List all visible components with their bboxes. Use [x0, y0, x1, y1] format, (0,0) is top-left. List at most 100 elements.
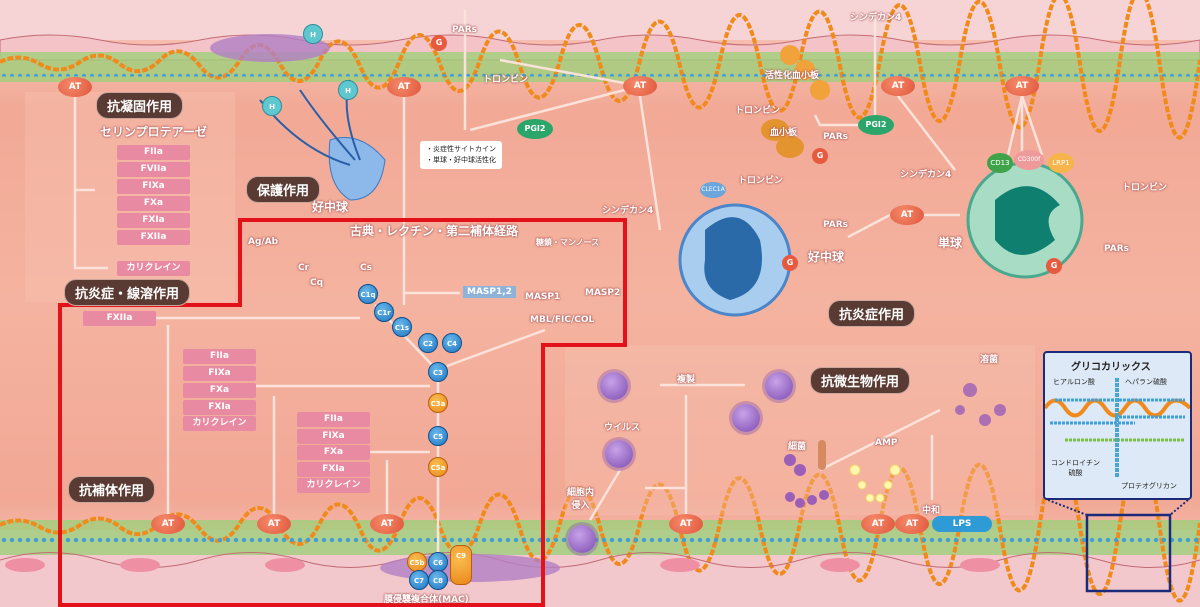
neutralization-label: 中和 [922, 506, 941, 516]
histone-icon: H [262, 96, 282, 116]
pgi2-badge: PGI2 [858, 115, 894, 135]
c7: C7 [409, 570, 429, 590]
at-badge: AT [387, 77, 421, 97]
lysis-label: 溶菌 [980, 355, 999, 365]
glycocalyx-title: グリコカリックス [1071, 362, 1151, 373]
c1q: C1q [358, 284, 378, 304]
hyaluronic-acid-label: ヒアルロン酸 [1053, 378, 1095, 386]
at-badge: AT [881, 76, 915, 96]
lrp1-receptor: LRP1 [1048, 153, 1074, 173]
chondroitin-sulfate-label: コンドロイチン 硫酸 [1051, 459, 1100, 477]
thrombin-label: トロンビン [1122, 183, 1168, 193]
at-badge: AT [370, 514, 404, 534]
cytokine-note-box: ・炎症性サイトカイン ・単球・好中球活性化 [420, 141, 502, 169]
syndecan4-label: シンデカン4 [900, 170, 952, 180]
c4: C4 [442, 333, 462, 353]
neutrophil-protective [328, 137, 386, 201]
neutrophil-label: 好中球 [808, 250, 845, 264]
at-badge: AT [257, 514, 291, 534]
cd300f-receptor: CD300f [1014, 150, 1044, 170]
pars-label: PARs [823, 132, 849, 142]
at-badge: AT [890, 205, 924, 225]
neutrophil-label: 好中球 [312, 200, 349, 214]
factor-fiia: FIIa [117, 145, 190, 160]
factor-fxia: FXIa [117, 213, 190, 228]
pars-label: PARs [452, 25, 478, 35]
thrombin-label: トロンビン [483, 75, 529, 85]
clec1a-receptor: CLEC1A [700, 182, 726, 198]
g-protein-icon: G [1046, 258, 1062, 274]
lps-badge: LPS [932, 516, 992, 532]
serine-protease-label: セリンプロテアーゼ [100, 125, 207, 139]
bacteria-label: 細菌 [788, 442, 807, 452]
glycocalyx-zoom-region [1085, 513, 1172, 593]
cs-label: Cs [360, 263, 372, 273]
virus-icon [600, 372, 628, 400]
cr-label: Cr [298, 263, 310, 273]
pars-label: PARs [1104, 244, 1130, 254]
mbl-fic-col-label: MBL/FIC/COL [530, 315, 595, 325]
list1-fxa: FXa [183, 383, 256, 398]
anti-complement-title: 抗補体作用 [68, 476, 156, 503]
monocyte-label: 単球 [938, 236, 963, 250]
histone-icon: H [338, 80, 358, 100]
c9: C9 [450, 545, 472, 585]
factor-fxa: FXa [117, 196, 190, 211]
anti-inflammation-title: 抗炎症作用 [828, 300, 916, 327]
virus-icon [568, 525, 596, 553]
sugar-mannose-label: 糖鎖・マンノース [536, 238, 600, 247]
c5b: C5b [407, 552, 427, 572]
c3a: C3a [428, 393, 448, 413]
factor-fxiia: FXIIa [117, 230, 190, 245]
anticoagulation-title: 抗凝固作用 [96, 92, 184, 119]
list1-kallikrein: カリクレイン [183, 416, 256, 431]
cq-label: Cq [310, 278, 324, 288]
cd13-receptor: CD13 [987, 153, 1013, 173]
pars-label: PARs [823, 220, 849, 230]
cell-invasion-label: 細胞内 侵入 [567, 488, 595, 511]
g-protein-icon: G [812, 148, 828, 164]
c3: C3 [428, 362, 448, 382]
at-badge: AT [623, 76, 657, 96]
glycocalyx-structure-art [1045, 378, 1190, 478]
top-vessel-wall [0, 0, 1200, 40]
factor-fixa: FIXa [117, 179, 190, 194]
complement-pathway-title: 古典・レクチン・第二補体経路 [350, 224, 519, 238]
protective-title: 保護作用 [246, 176, 321, 203]
at-badge: AT [861, 514, 895, 534]
at-badge: AT [895, 514, 929, 534]
list2-fxia: FXIa [297, 462, 370, 477]
amp-label: AMP [875, 438, 898, 448]
list1-fiia: FIIa [183, 349, 256, 364]
virus-label: ウイルス [604, 423, 641, 433]
note-cytokine: ・炎症性サイトカイン [426, 145, 496, 153]
thrombin-label: トロンビン [738, 176, 784, 186]
list2-fiia: FIIa [297, 412, 370, 427]
c5a: C5a [428, 457, 448, 477]
masp12-badge: MASP1,2 [463, 286, 516, 298]
g-protein-icon: G [431, 35, 447, 51]
replication-label: 複製 [677, 375, 696, 385]
list1-fixa: FIXa [183, 366, 256, 381]
c5: C5 [428, 426, 448, 446]
pgi2-badge: PGI2 [517, 119, 553, 139]
factor-fviia: FVIIa [117, 162, 190, 177]
syndecan4-label: シンデカン4 [602, 206, 654, 216]
mac-label: 膜侵襲複合体(MAC) [384, 595, 469, 605]
note-activation: ・単球・好中球活性化 [426, 156, 496, 164]
ag-ab-label: Ag/Ab [248, 237, 279, 247]
c6: C6 [428, 552, 448, 572]
kallikrein: カリクレイン [117, 261, 190, 276]
factor-fxiia: FXIIa [83, 311, 156, 326]
masp1-label: MASP1 [525, 292, 561, 302]
g-protein-icon: G [782, 255, 798, 271]
heparan-sulfate-label: ヘパラン硫酸 [1125, 378, 1167, 386]
at-badge: AT [669, 514, 703, 534]
c1s: C1s [392, 317, 412, 337]
virus-icon [605, 440, 633, 468]
at-badge: AT [151, 514, 185, 534]
thrombin-label: トロンビン [735, 106, 781, 116]
anti-inflammation-fibrinolysis-title: 抗炎症・線溶作用 [64, 279, 191, 306]
